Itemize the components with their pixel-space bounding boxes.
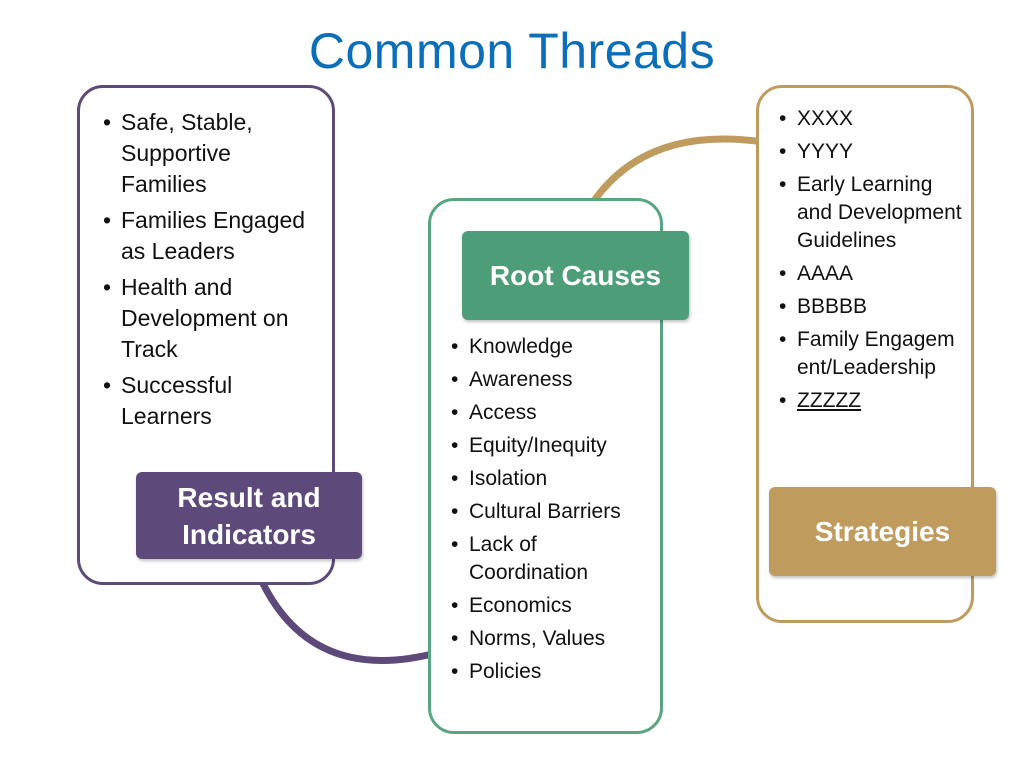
result-list: Safe, Stable, Supportive Families Famili… [99, 107, 314, 437]
result-label-line1: Result and [177, 481, 321, 513]
list-item: Health and Development on Track [99, 272, 314, 365]
result-and-indicators-label: Result and Indicators [136, 472, 362, 559]
list-item: XXXX [775, 105, 965, 133]
list-item: BBBBB [775, 293, 965, 321]
list-item: Family Engagement/Leadership [775, 326, 965, 382]
list-item: Early Learning and Development Guideline… [775, 171, 965, 255]
root-causes-list: Knowledge Awareness Access Equity/Inequi… [447, 333, 657, 691]
list-item: Lack of Coordination [447, 531, 657, 587]
list-item: Economics [447, 592, 657, 620]
strategies-list: XXXX YYYY Early Learning and Development… [775, 105, 965, 420]
list-item: Access [447, 399, 657, 427]
list-item: Isolation [447, 465, 657, 493]
list-item: Knowledge [447, 333, 657, 361]
list-item: Policies [447, 658, 657, 686]
list-item: Safe, Stable, Supportive Families [99, 107, 314, 200]
list-item: Families Engaged as Leaders [99, 205, 314, 267]
result-label-line2: Indicators [182, 518, 316, 550]
list-item: Awareness [447, 366, 657, 394]
list-item: ZZZZZ [775, 387, 965, 415]
list-item: AAAA [775, 260, 965, 288]
list-item: YYYY [775, 138, 965, 166]
list-item: Cultural Barriers [447, 498, 657, 526]
page-title: Common Threads [308, 23, 716, 79]
arc-result-to-root [248, 554, 444, 664]
list-item: Successful Learners [99, 370, 314, 432]
list-item: Equity/Inequity [447, 432, 657, 460]
strategies-label: Strategies [769, 487, 996, 576]
list-item: Norms, Values [447, 625, 657, 653]
root-causes-label: Root Causes [462, 231, 689, 320]
